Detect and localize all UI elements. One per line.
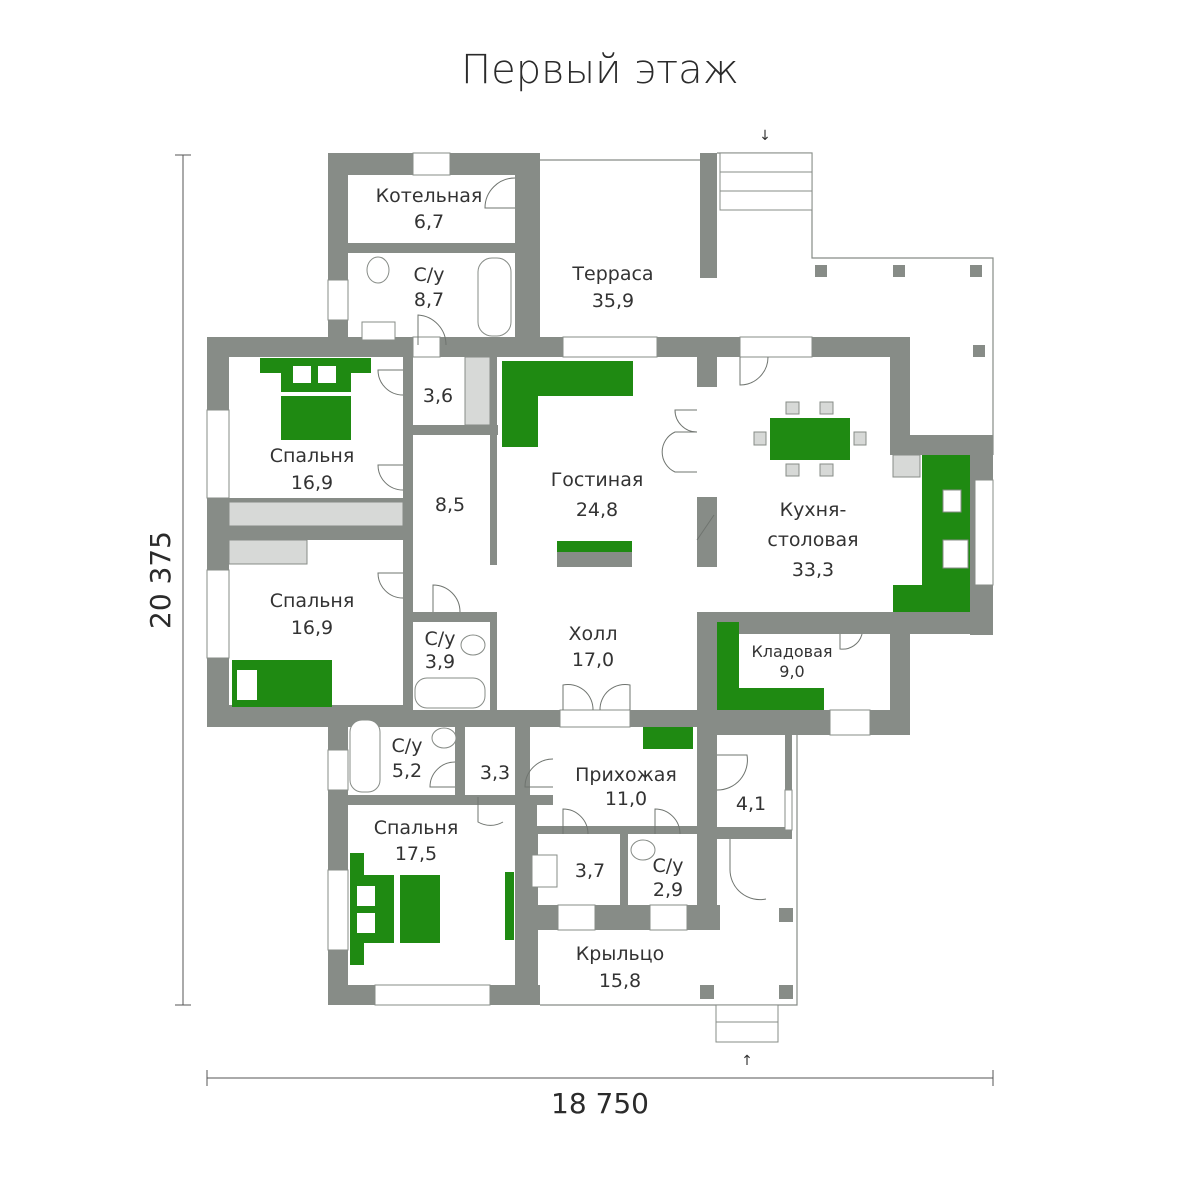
- room-name: Крыльцо: [576, 943, 664, 965]
- room-area: 8,7: [414, 289, 444, 311]
- plan-title: Первый этаж: [461, 47, 739, 93]
- room-labels: Котельная 6,7 С/у 8,7 Терраса 35,9 3,6 Спал…: [270, 185, 859, 992]
- room-name: Кухня-: [780, 499, 847, 521]
- room-name: Прихожая: [575, 764, 677, 786]
- room-area: 17,5: [395, 843, 437, 865]
- room-area: 3,6: [423, 385, 453, 407]
- room-name: Спальня: [270, 445, 355, 467]
- height-label: 20 375: [144, 531, 177, 629]
- room-name: Спальня: [270, 590, 355, 612]
- room-3-3: 3,3: [480, 762, 510, 784]
- room-kotelnaya: Котельная 6,7: [376, 185, 483, 233]
- room-area: 11,0: [605, 788, 647, 810]
- height-dimension: 20 375: [144, 154, 191, 1006]
- svg-text:↓: ↓: [759, 128, 771, 144]
- room-bedroom-2: Спальня 16,9: [270, 590, 355, 639]
- room-name: Гостиная: [551, 469, 644, 491]
- room-area: 24,8: [576, 499, 618, 521]
- wardrobe-icon: [505, 872, 514, 940]
- room-bedroom-3: Спальня 17,5: [374, 817, 459, 865]
- room-area: 35,9: [592, 290, 634, 312]
- toilet-icon: [460, 634, 486, 656]
- width-label: 18 750: [551, 1087, 649, 1120]
- room-name: Холл: [569, 623, 618, 645]
- tv-icon: [557, 541, 632, 552]
- shoe-cabinet-icon: [643, 727, 693, 749]
- room-area: 17,0: [572, 649, 614, 671]
- room-bathroom-2: С/у3,9: [425, 628, 456, 673]
- room-3-7: 3,7: [575, 860, 605, 882]
- room-area: 16,9: [291, 472, 333, 494]
- room-name: С/у: [425, 628, 456, 650]
- doors: [377, 177, 863, 901]
- room-terrace: Терраса 35,9: [571, 263, 653, 312]
- room-area: 3,3: [480, 762, 510, 784]
- bathtub-icon: [349, 719, 381, 793]
- furniture: [228, 256, 970, 965]
- room-name: С/у: [414, 264, 445, 286]
- bathtub-icon: [477, 257, 512, 337]
- room-area: 3,7: [575, 860, 605, 882]
- room-name: Котельная: [376, 185, 483, 207]
- room-bathroom-3: С/у 5,2: [392, 735, 423, 782]
- room-hall: Холл 17,0: [569, 623, 618, 671]
- room-area: 4,1: [736, 793, 766, 815]
- room-name: С/у: [653, 855, 684, 877]
- bed-icon: [350, 853, 364, 965]
- room-living: Гостиная 24,8: [551, 469, 644, 521]
- svg-text:↑: ↑: [741, 1053, 753, 1069]
- room-area: 33,3: [792, 559, 834, 581]
- room-area: 8,5: [435, 494, 465, 516]
- bathtub-icon: [414, 677, 486, 709]
- bed-icon: [260, 358, 371, 373]
- width-dimension: 18 750: [206, 1070, 994, 1120]
- room-area: 3,9: [425, 651, 455, 673]
- room-name: С/у: [392, 735, 423, 757]
- room-corridor-8-5: 8,5: [435, 494, 465, 516]
- room-name: Кладовая: [751, 642, 832, 661]
- room-area: 15,8: [599, 970, 641, 992]
- dining-table-icon: [770, 418, 850, 460]
- toilet-icon: [366, 256, 390, 284]
- toilet-icon: [431, 727, 457, 749]
- room-closet-3-6: 3,6: [423, 385, 453, 407]
- room-porch: Крыльцо 15,8: [576, 943, 664, 992]
- room-bedroom-1: Спальня 16,9: [270, 445, 355, 494]
- room-area: 2,9: [653, 879, 683, 901]
- toilet-icon: [630, 839, 656, 861]
- room-name: столовая: [767, 529, 858, 551]
- room-4-1: 4,1: [736, 793, 766, 815]
- room-kitchen: Кухня-столовая 33,3: [767, 499, 858, 581]
- washer-icon: [531, 854, 558, 888]
- room-bathroom-1: С/у 8,7: [414, 264, 445, 311]
- porch-outline: ↑: [540, 730, 798, 1069]
- sink-icon: [361, 321, 396, 341]
- room-name: Спальня: [374, 817, 459, 839]
- terrace-outline: ↓: [540, 128, 994, 455]
- room-area: 5,2: [392, 760, 422, 782]
- room-area: 9,0: [779, 662, 804, 681]
- room-area: 6,7: [414, 211, 444, 233]
- room-name: Терраса: [571, 263, 653, 285]
- room-bathroom-4: С/у2,9: [653, 855, 684, 901]
- room-area: 16,9: [291, 617, 333, 639]
